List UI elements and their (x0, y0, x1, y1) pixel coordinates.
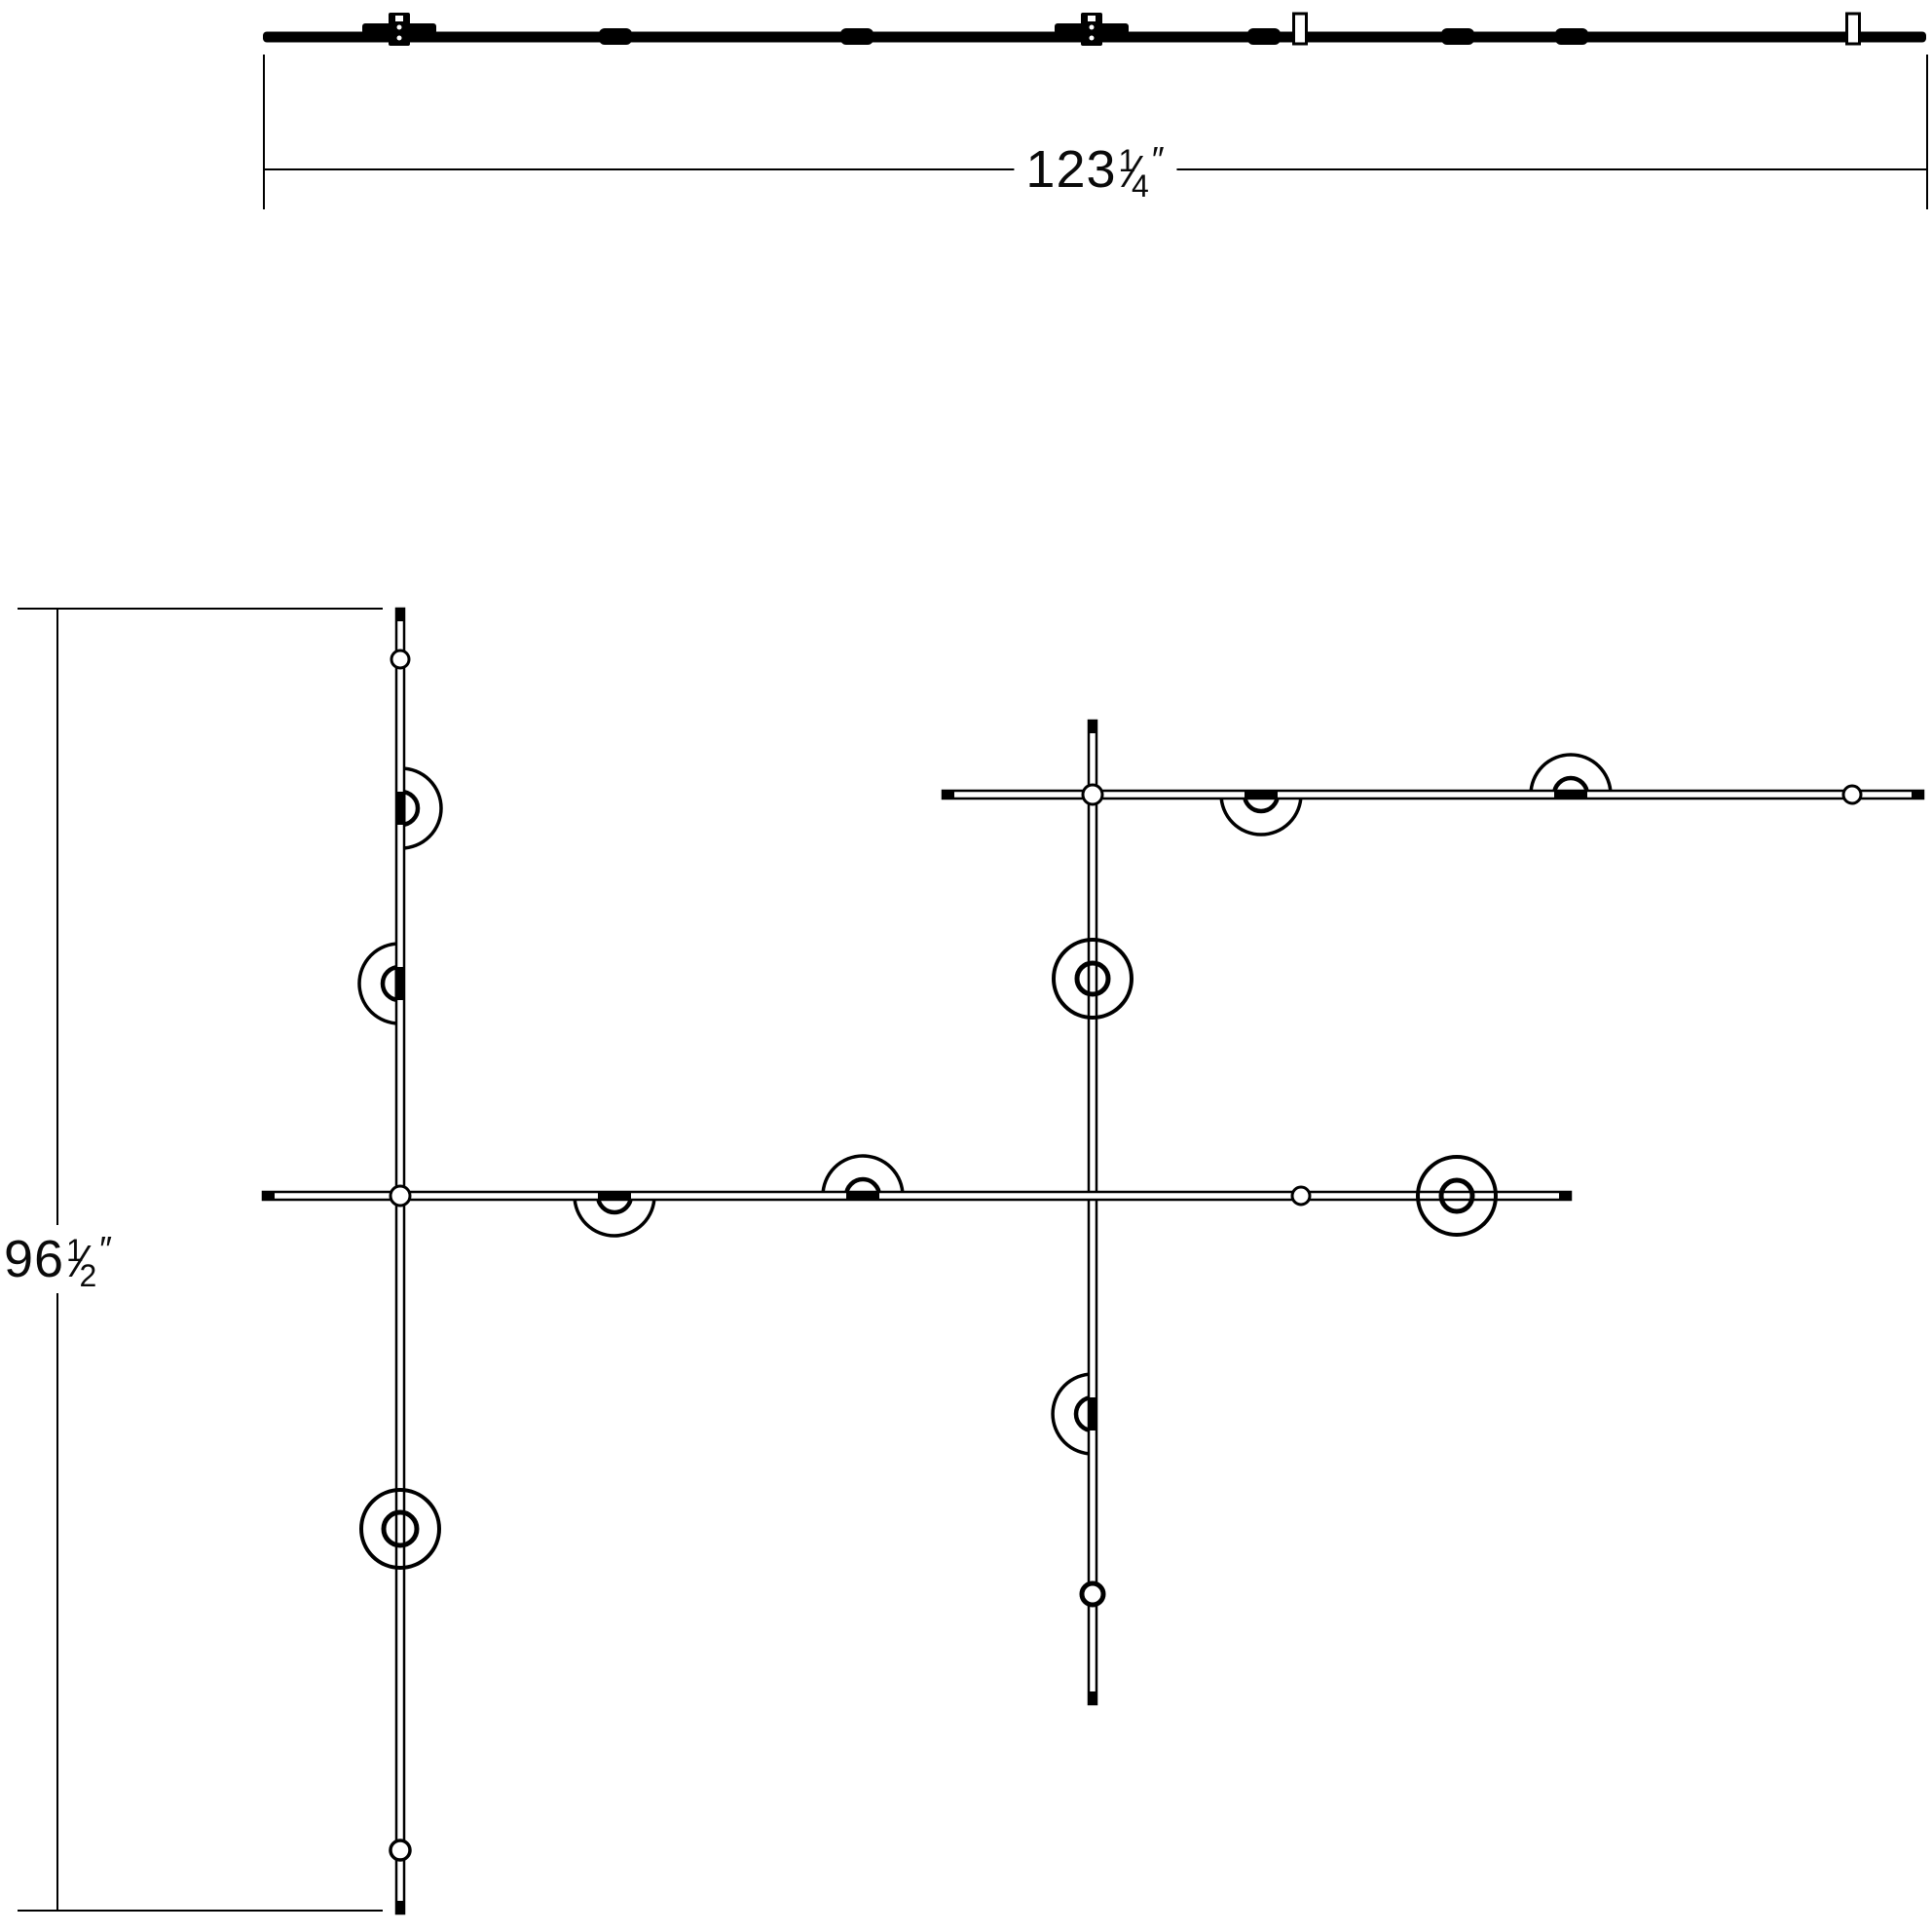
plan-connector-screw (1089, 24, 1095, 30)
width-fraction-numerator: 1 (1118, 143, 1137, 178)
light-disc-face-inner (1074, 960, 1111, 997)
light-mount-chord (396, 792, 406, 825)
plan-light-top-view (1555, 28, 1588, 45)
plan-connector-notch (395, 16, 403, 21)
upper-horizontal-rod-end-cap (943, 791, 954, 799)
light-mount-chord (846, 1191, 879, 1201)
light-disc-edge-outer (357, 942, 400, 1025)
standoff-ring (1079, 1580, 1106, 1608)
light-disc-face-inner (1438, 1177, 1475, 1214)
plan-connector-screw (1089, 35, 1095, 41)
plan-light-top-view (840, 28, 873, 45)
width-fraction-denominator: 4 (1132, 168, 1150, 204)
light-mount-chord (1554, 790, 1587, 799)
light-disc-face-outer (1416, 1155, 1498, 1237)
light-disc-edge-outer (1529, 753, 1613, 796)
width-dimension-label: 1231⁄4″ (1014, 135, 1177, 204)
height-fraction-numerator: 1 (66, 1233, 85, 1268)
center-vertical-rod-end-cap (1089, 721, 1096, 733)
light-disc-edge-outer (1219, 794, 1303, 836)
height-whole-number: 96 (3, 1230, 65, 1288)
width-fraction-slash: ⁄ (1130, 146, 1139, 197)
plan-light-top-view (599, 28, 632, 45)
left-vertical-rod-end-cap (396, 609, 404, 621)
light-disc-edge-outer (400, 766, 443, 850)
center-vertical-rod-end-cap (1089, 1691, 1096, 1704)
standoff-ring (1841, 784, 1863, 805)
middle-horizontal-rod (261, 1190, 1573, 1202)
width-whole-number: 123 (1025, 140, 1117, 199)
light-disc-face-outer (1052, 938, 1133, 1020)
center-vertical-rod (1087, 719, 1098, 1706)
light-mount-chord (1245, 790, 1278, 799)
plan-connector-screw (396, 35, 402, 41)
middle-horizontal-rod-end-cap (263, 1192, 275, 1200)
junction-ring (1081, 783, 1104, 806)
light-disc-face-inner (381, 1509, 420, 1548)
light-mount-chord (394, 967, 404, 1000)
standoff-ring (389, 1839, 412, 1862)
plan-light-top-view (1441, 28, 1474, 45)
left-vertical-rod-end-cap (396, 1901, 404, 1913)
standoff-ring (1290, 1185, 1312, 1207)
height-inch-mark: ″ (99, 1229, 114, 1269)
height-fraction-slash: ⁄ (77, 1236, 87, 1286)
plan-connector-notch (1088, 16, 1096, 21)
height-fraction-denominator: 2 (79, 1258, 98, 1293)
plan-standoff (1845, 12, 1861, 46)
light-disc-edge-outer (1051, 1372, 1094, 1456)
light-mount-chord (1088, 1397, 1097, 1430)
middle-horizontal-rod-end-cap (1559, 1192, 1571, 1200)
light-disc-face-outer (359, 1488, 441, 1570)
height-dimension-label: 961⁄2″ (0, 1225, 126, 1293)
standoff-ring (390, 649, 411, 670)
width-inch-mark: ″ (1151, 139, 1166, 179)
plan-standoff (1292, 12, 1308, 46)
plan-light-top-view (1247, 28, 1281, 45)
plan-connector-screw (396, 24, 402, 30)
upper-horizontal-rod-end-cap (1912, 791, 1923, 799)
light-mount-chord (598, 1191, 631, 1201)
light-disc-edge-outer (821, 1154, 905, 1197)
light-disc-edge-outer (573, 1195, 656, 1238)
junction-ring (389, 1184, 412, 1208)
